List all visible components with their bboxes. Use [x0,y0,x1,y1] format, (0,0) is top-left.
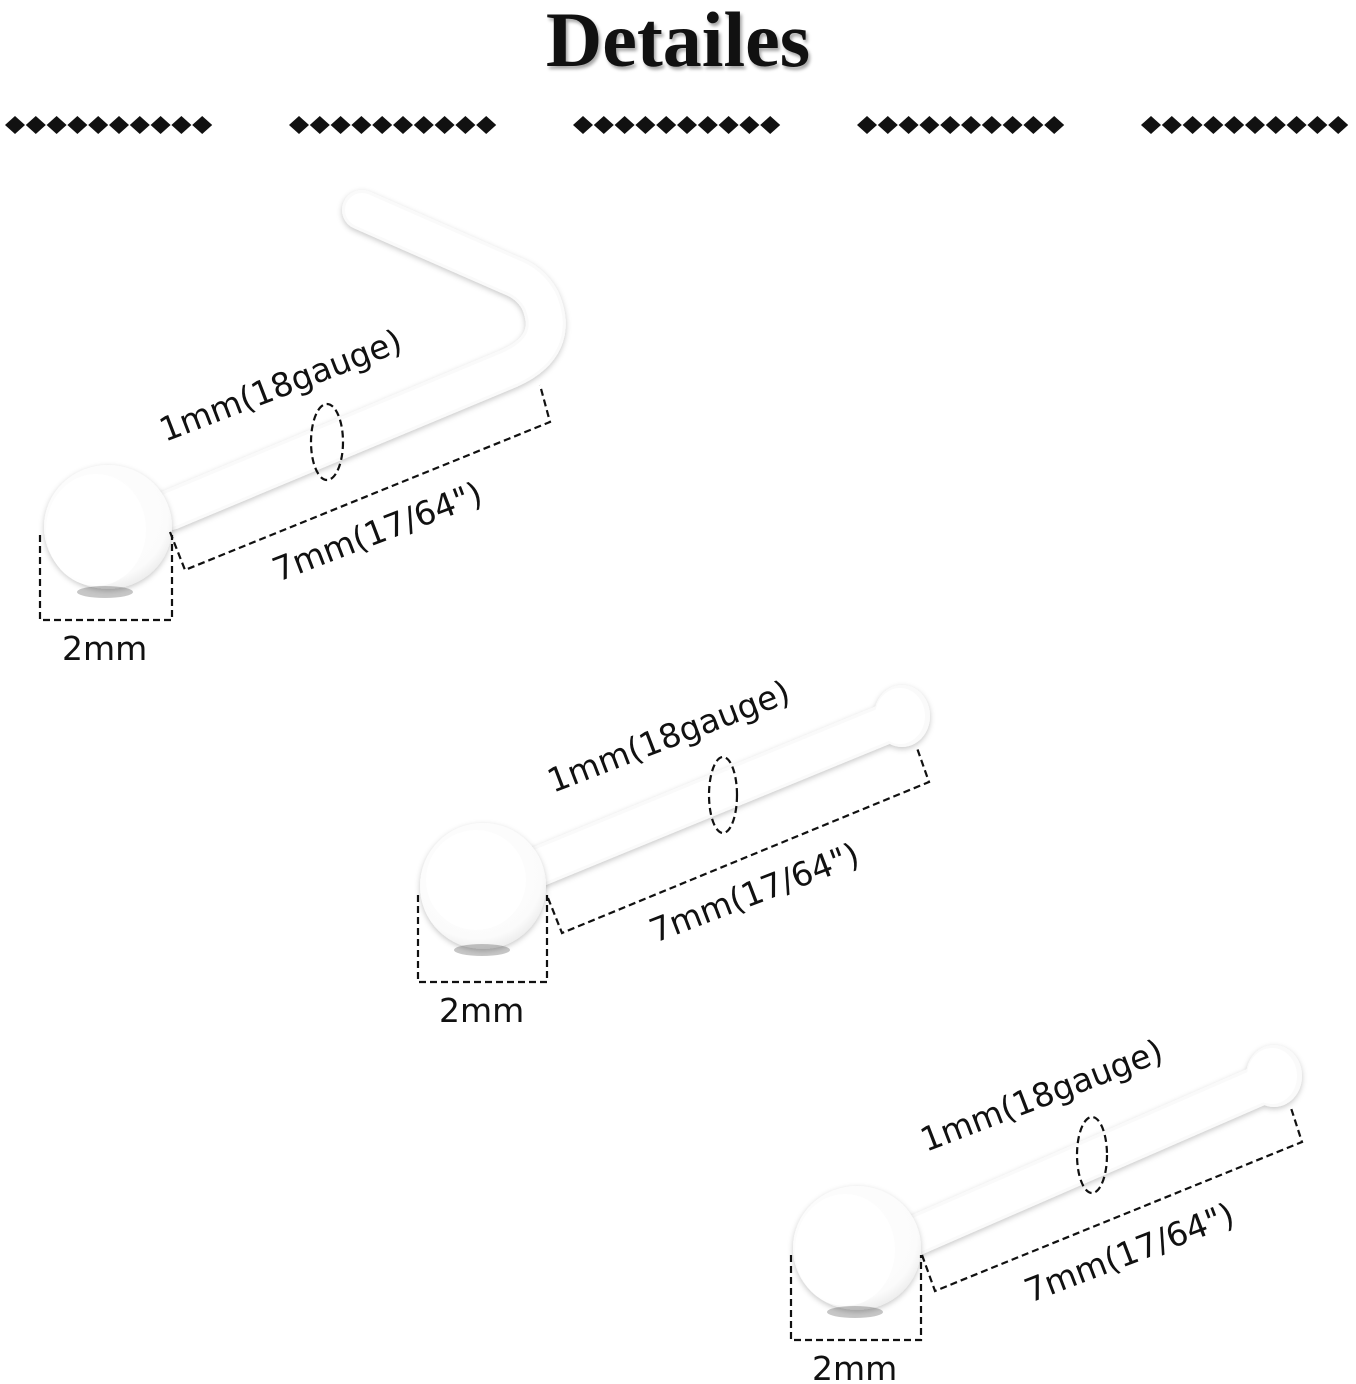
length-dimension [168,384,552,572]
diamond-divider [5,116,213,134]
diamond-shape [1182,116,1203,134]
diamond-shape [739,116,760,134]
diamond-shape [1161,116,1182,134]
diamond-shape [718,116,739,134]
head-label: 2mm [812,1349,897,1384]
diamond-shape [677,116,697,134]
head-dimension [789,1255,923,1342]
diamond-shape [46,116,67,134]
diamond-shape [635,116,656,134]
head-dimension [38,535,174,622]
diamond-shape [1203,116,1224,134]
diamond-shape [1307,116,1328,134]
diamond-shape [192,116,213,134]
diamond-shape [1044,116,1065,134]
diamond-shape [88,116,109,134]
diamond-shape [289,116,309,134]
diamond-shape [171,116,192,134]
diamond-shape [1265,116,1286,134]
head-label: 2mm [439,991,524,1030]
diamond-shape [434,116,455,134]
diamond-shape [309,116,330,134]
diamond-shape [1328,116,1349,134]
disc-nose-stud: 1mm(18gauge) 7mm(17/64") 2mm [789,1031,1304,1384]
gauge-ring [1075,1115,1109,1195]
diamond-shape [898,116,919,134]
diamond-shape [857,116,877,134]
diamond-shape [25,116,46,134]
diamond-shape [593,116,614,134]
length-label: 7mm(17/64") [644,835,865,951]
diamond-shape [573,116,593,134]
diamond-shape [1023,116,1044,134]
diamond-divider [1141,116,1349,134]
diamond-divider [573,116,781,134]
page-title: Detailes [545,0,811,83]
length-dimension [546,747,931,935]
diamond-shape [150,116,171,134]
diamond-shape [981,116,1002,134]
diamond-shape [372,116,393,134]
gauge-ring [707,755,739,835]
diamond-shape [614,116,635,134]
diamond-shape [697,116,718,134]
diamond-shape [1286,116,1307,134]
diamond-shape [455,116,476,134]
diamond-shape [760,116,781,134]
diamond-shape [476,116,497,134]
diamond-shape [109,116,129,134]
diamond-shape [1224,116,1245,134]
diamond-shape [877,116,898,134]
diamond-divider [289,116,497,134]
diamond-shape [1141,116,1161,134]
length-dimension [920,1107,1304,1293]
diamond-shape [1245,116,1265,134]
diamond-shape [413,116,434,134]
head-dimension [416,895,549,984]
gauge-ring [309,402,345,482]
diamond-shape [1002,116,1023,134]
diamond-shape [351,116,372,134]
diamond-shape [129,116,150,134]
diamond-shape [656,116,677,134]
l-shape-nose-pin: 1mm(18gauge) 7mm(17/64") 2mm [38,190,566,668]
diamond-shape [393,116,413,134]
ball-nose-stud: 1mm(18gauge) 7mm(17/64") 2mm [416,672,931,1030]
head-label: 2mm [62,629,147,668]
diamond-shape [330,116,351,134]
diamond-shape [940,116,961,134]
diamond-shape [67,116,88,134]
diamond-shape [919,116,940,134]
diamond-divider [857,116,1065,134]
diamond-shape [961,116,981,134]
diamond-shape [5,116,25,134]
